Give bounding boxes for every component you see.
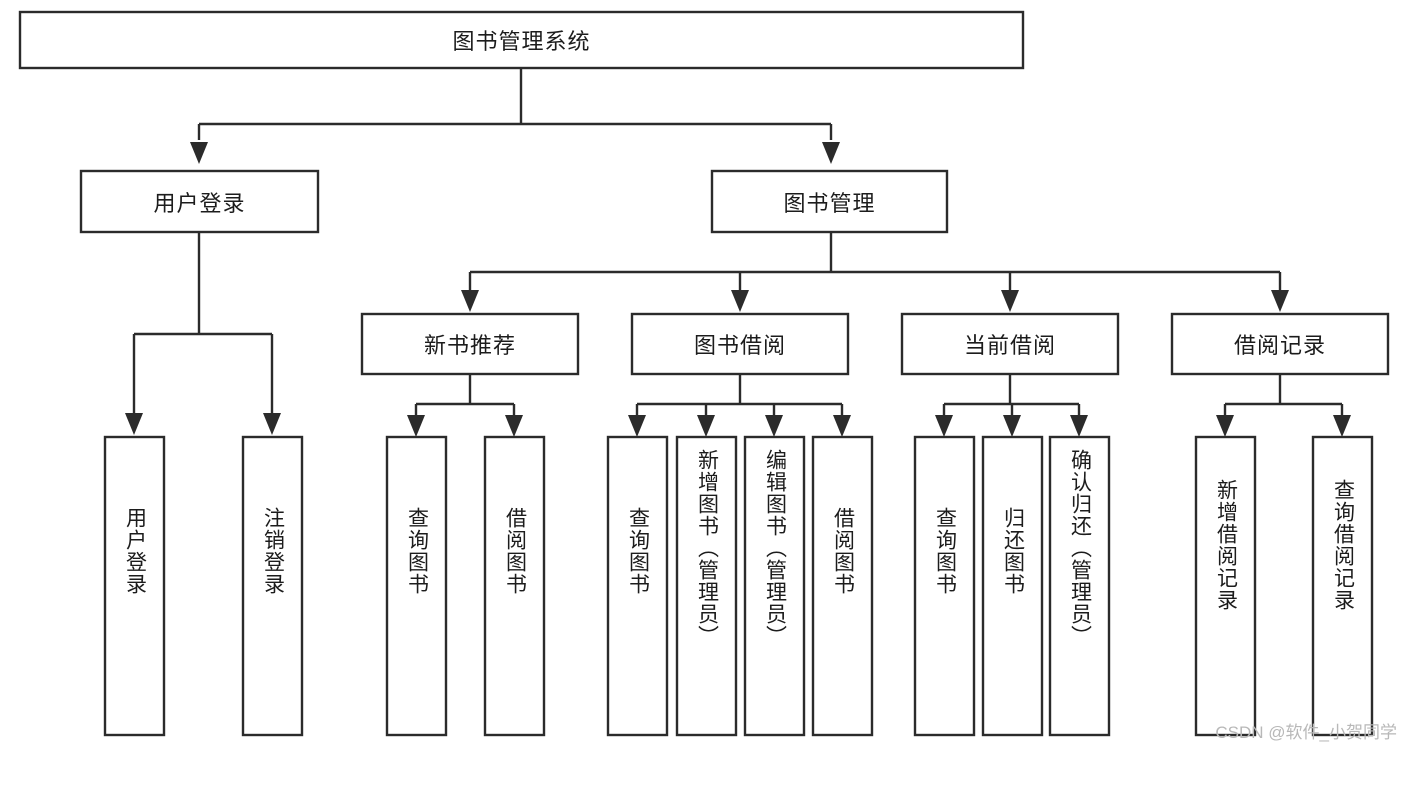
tree-diagram-svg — [18, 10, 1390, 737]
node-leaf-logout-login[interactable] — [241, 435, 304, 737]
node-leaf-add-book[interactable] — [675, 435, 738, 737]
arrow-icon — [1001, 290, 1019, 312]
connector-group-new-book-recommend — [407, 374, 523, 437]
node-leaf-confirm-return[interactable] — [1048, 435, 1111, 737]
arrow-icon — [407, 415, 425, 437]
node-leaf-add-record[interactable] — [1194, 435, 1257, 737]
connector-group-current-borrow — [935, 374, 1088, 437]
arrow-icon — [935, 415, 953, 437]
connector-group-root — [190, 68, 840, 164]
arrow-icon — [628, 415, 646, 437]
node-leaf-borrow-book-1[interactable] — [483, 435, 546, 737]
arrow-icon — [125, 413, 143, 435]
node-root[interactable] — [18, 10, 1025, 70]
arrow-icon — [697, 415, 715, 437]
connector-group-user-login — [125, 232, 281, 435]
arrow-icon — [505, 415, 523, 437]
arrow-icon — [1003, 415, 1021, 437]
arrow-icon — [1271, 290, 1289, 312]
node-leaf-user-login[interactable] — [103, 435, 166, 737]
node-leaf-edit-book[interactable] — [743, 435, 806, 737]
arrow-icon — [263, 413, 281, 435]
node-leaf-query-book-2[interactable] — [606, 435, 669, 737]
connector-group-book-borrow — [628, 374, 851, 437]
node-book-borrow[interactable] — [630, 312, 850, 376]
diagram-canvas: 图书管理系统 用户登录 图书管理 新书推荐 图书借阅 当前借阅 借阅记录 用户登… — [18, 10, 1397, 742]
node-leaf-query-record[interactable] — [1311, 435, 1374, 737]
connector-group-borrow-record — [1216, 374, 1351, 437]
arrow-icon — [731, 290, 749, 312]
node-leaf-query-book-3[interactable] — [913, 435, 976, 737]
node-user-login[interactable] — [79, 169, 320, 234]
node-leaf-borrow-book-2[interactable] — [811, 435, 874, 737]
arrow-icon — [190, 142, 208, 164]
node-leaf-return-book[interactable] — [981, 435, 1044, 737]
node-borrow-record[interactable] — [1170, 312, 1390, 376]
node-new-book-recommend[interactable] — [360, 312, 580, 376]
connector-group-book-management — [461, 232, 1289, 312]
arrow-icon — [833, 415, 851, 437]
arrow-icon — [1333, 415, 1351, 437]
arrow-icon — [1216, 415, 1234, 437]
node-current-borrow[interactable] — [900, 312, 1120, 376]
arrow-icon — [461, 290, 479, 312]
arrow-icon — [765, 415, 783, 437]
arrow-icon — [1070, 415, 1088, 437]
node-book-management[interactable] — [710, 169, 949, 234]
arrow-icon — [822, 142, 840, 164]
node-leaf-query-book-1[interactable] — [385, 435, 448, 737]
